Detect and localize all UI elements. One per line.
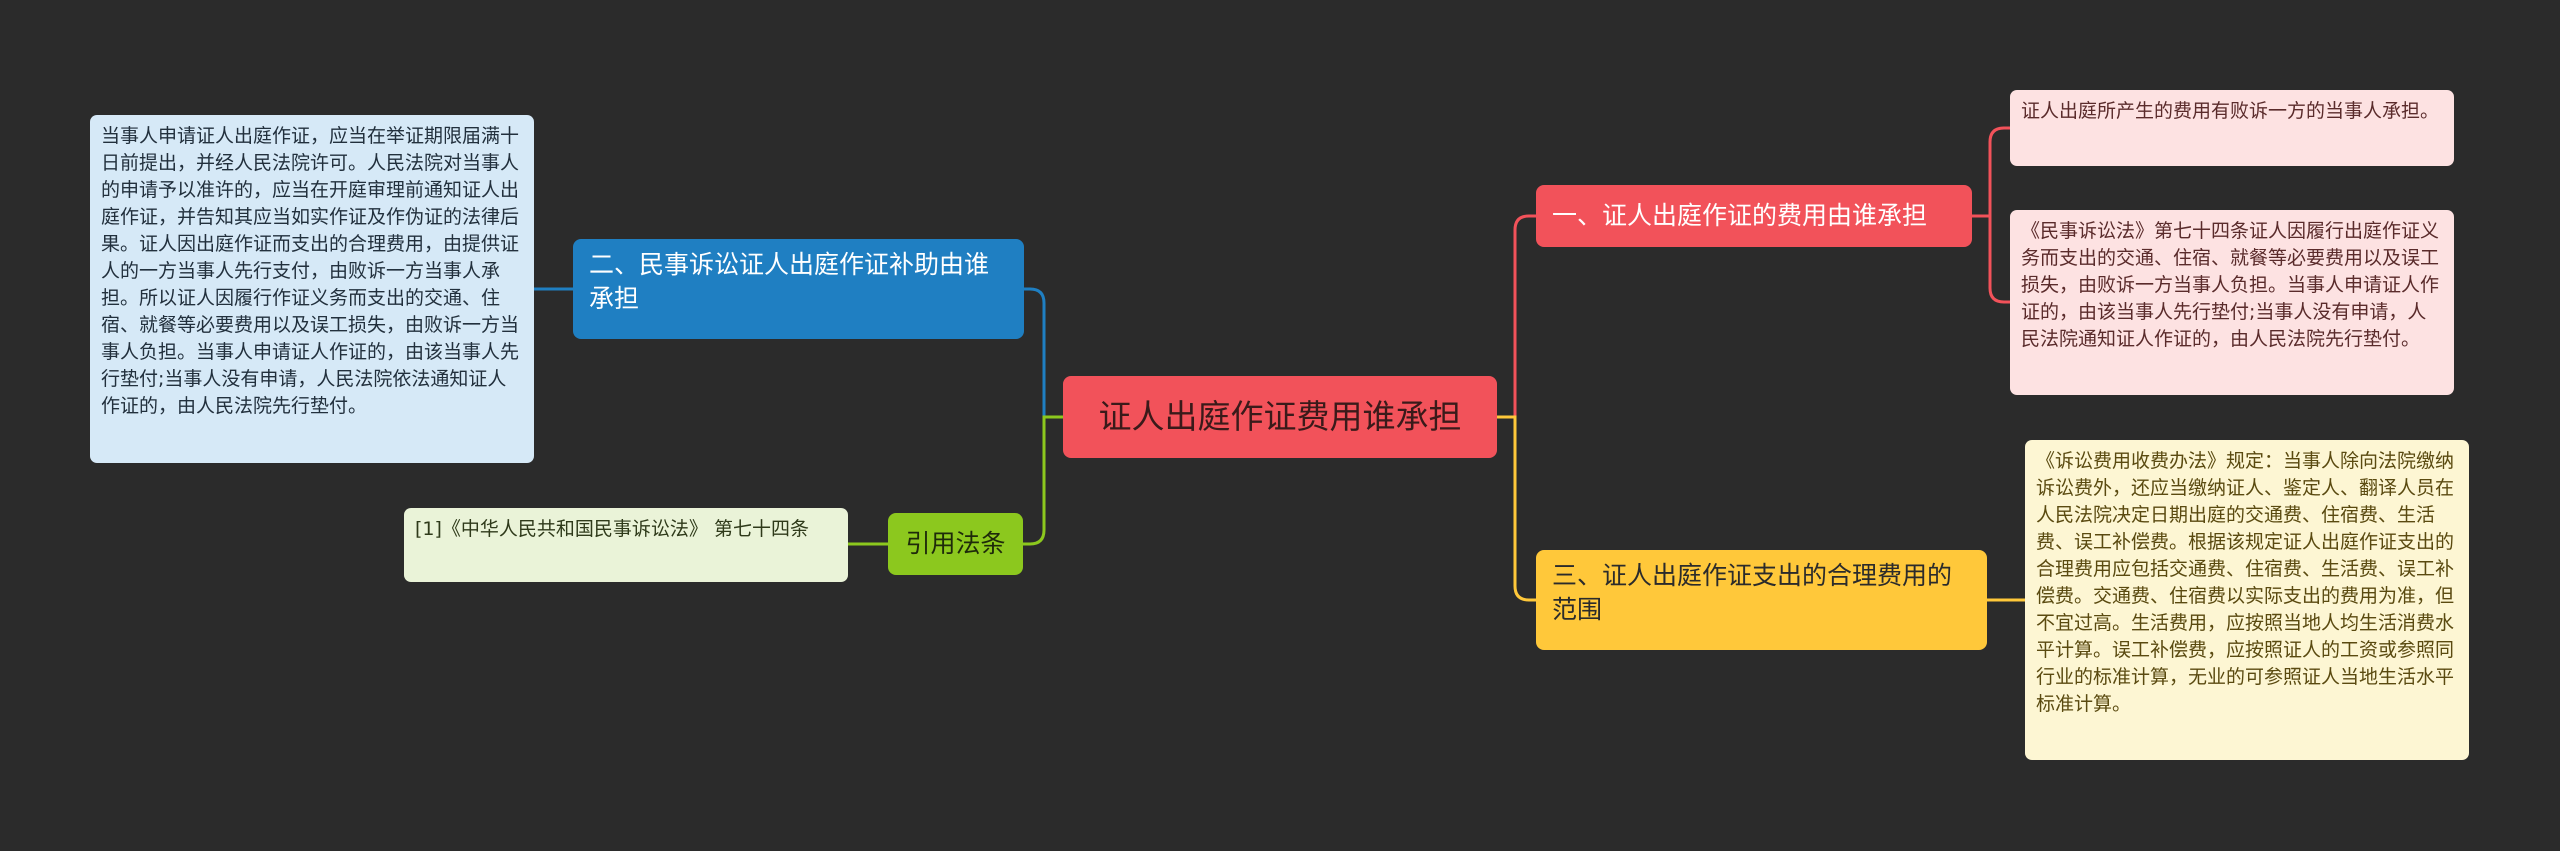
connector-root-b2 xyxy=(1024,287,1063,419)
connector-root-b3 xyxy=(1497,415,1536,602)
leaf-node-law-citation[interactable]: [1]《中华人民共和国民事诉讼法》 第七十四条 xyxy=(404,508,848,582)
connector-root-b1 xyxy=(1497,214,1536,419)
leaf-node-losing-party[interactable]: 证人出庭所产生的费用有败诉一方的当事人承担。 xyxy=(2010,90,2454,166)
branch-node-cited-law[interactable]: 引用法条 xyxy=(888,513,1023,575)
connector-b1-l1 xyxy=(1972,126,2010,218)
branch-node-civil-subsidy[interactable]: 二、民事诉讼证人出庭作证补助由谁承担 xyxy=(573,239,1024,339)
branch-node-fee-bearer[interactable]: 一、证人出庭作证的费用由谁承担 xyxy=(1536,185,1972,247)
connector-b1-l2 xyxy=(1972,214,2010,304)
leaf-node-application-procedure[interactable]: 当事人申请证人出庭作证，应当在举证期限届满十日前提出，并经人民法院许可。人民法院… xyxy=(90,115,534,463)
leaf-node-fee-regulation[interactable]: 《诉讼费用收费办法》规定：当事人除向法院缴纳诉讼费外，还应当缴纳证人、鉴定人、翻… xyxy=(2025,440,2469,760)
branch-node-fee-scope[interactable]: 三、证人出庭作证支出的合理费用的范围 xyxy=(1536,550,1987,650)
connector-root-b4 xyxy=(1023,415,1063,546)
root-node[interactable]: 证人出庭作证费用谁承担 xyxy=(1063,376,1497,458)
leaf-node-article-74[interactable]: 《民事诉讼法》第七十四条证人因履行出庭作证义务而支出的交通、住宿、就餐等必要费用… xyxy=(2010,210,2454,395)
